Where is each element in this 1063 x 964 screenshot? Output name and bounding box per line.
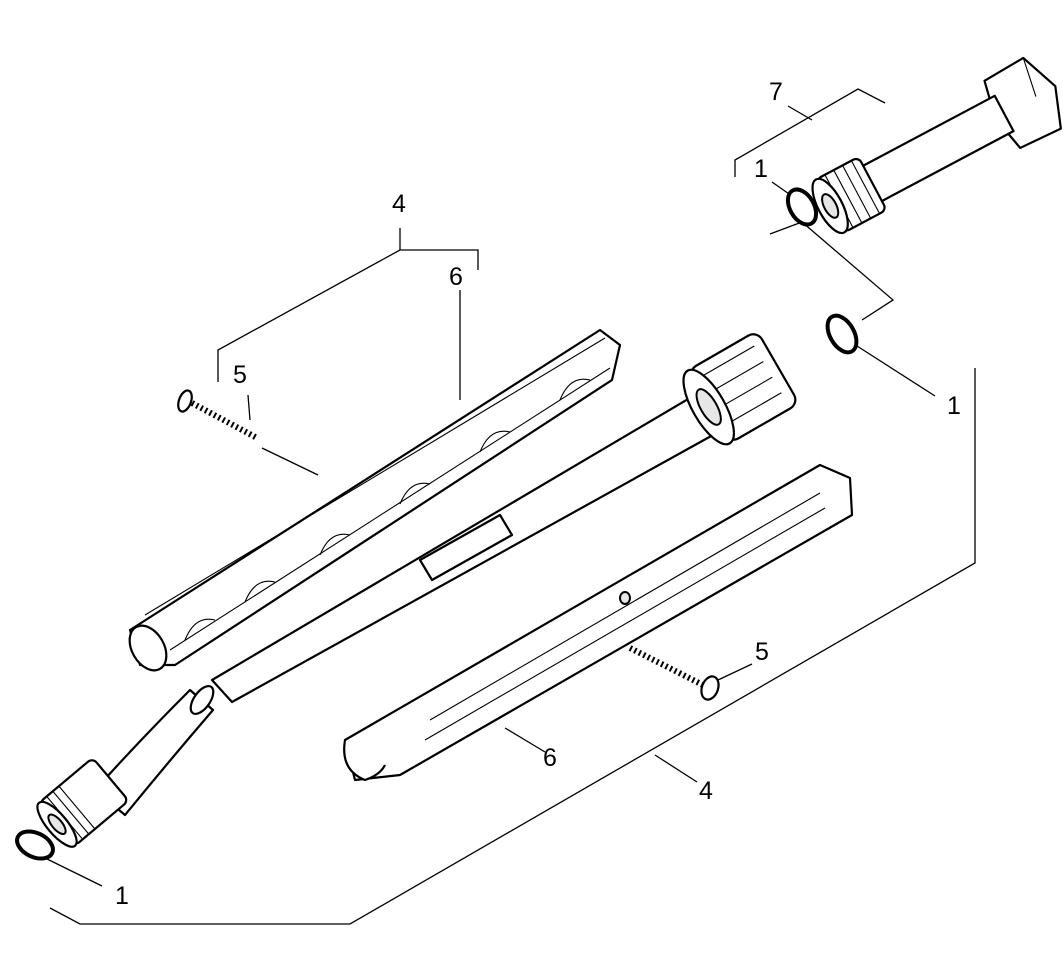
callout-6-upper: 6 (449, 263, 463, 291)
callout-1-top: 1 (754, 155, 768, 183)
screw-lower (628, 645, 720, 701)
callout-1-right: 1 (947, 392, 961, 420)
oring-bottom (15, 829, 55, 861)
adapter-part (811, 56, 1062, 235)
callout-5-lower: 5 (755, 638, 769, 666)
hose-part (36, 685, 215, 848)
callout-7: 7 (769, 78, 783, 106)
screw-upper (177, 389, 259, 441)
half-shell-upper (128, 328, 622, 672)
leader-lines (44, 88, 976, 925)
callout-1-bottom: 1 (115, 882, 129, 910)
callout-4-lower: 4 (699, 777, 713, 805)
lance-rod (210, 333, 797, 704)
callout-6-lower: 6 (543, 744, 557, 772)
half-shell-lower (343, 463, 854, 782)
callout-5-upper: 5 (233, 361, 247, 389)
oring-right (825, 313, 859, 355)
callout-4-upper: 4 (392, 190, 406, 218)
oring-top (785, 187, 819, 227)
